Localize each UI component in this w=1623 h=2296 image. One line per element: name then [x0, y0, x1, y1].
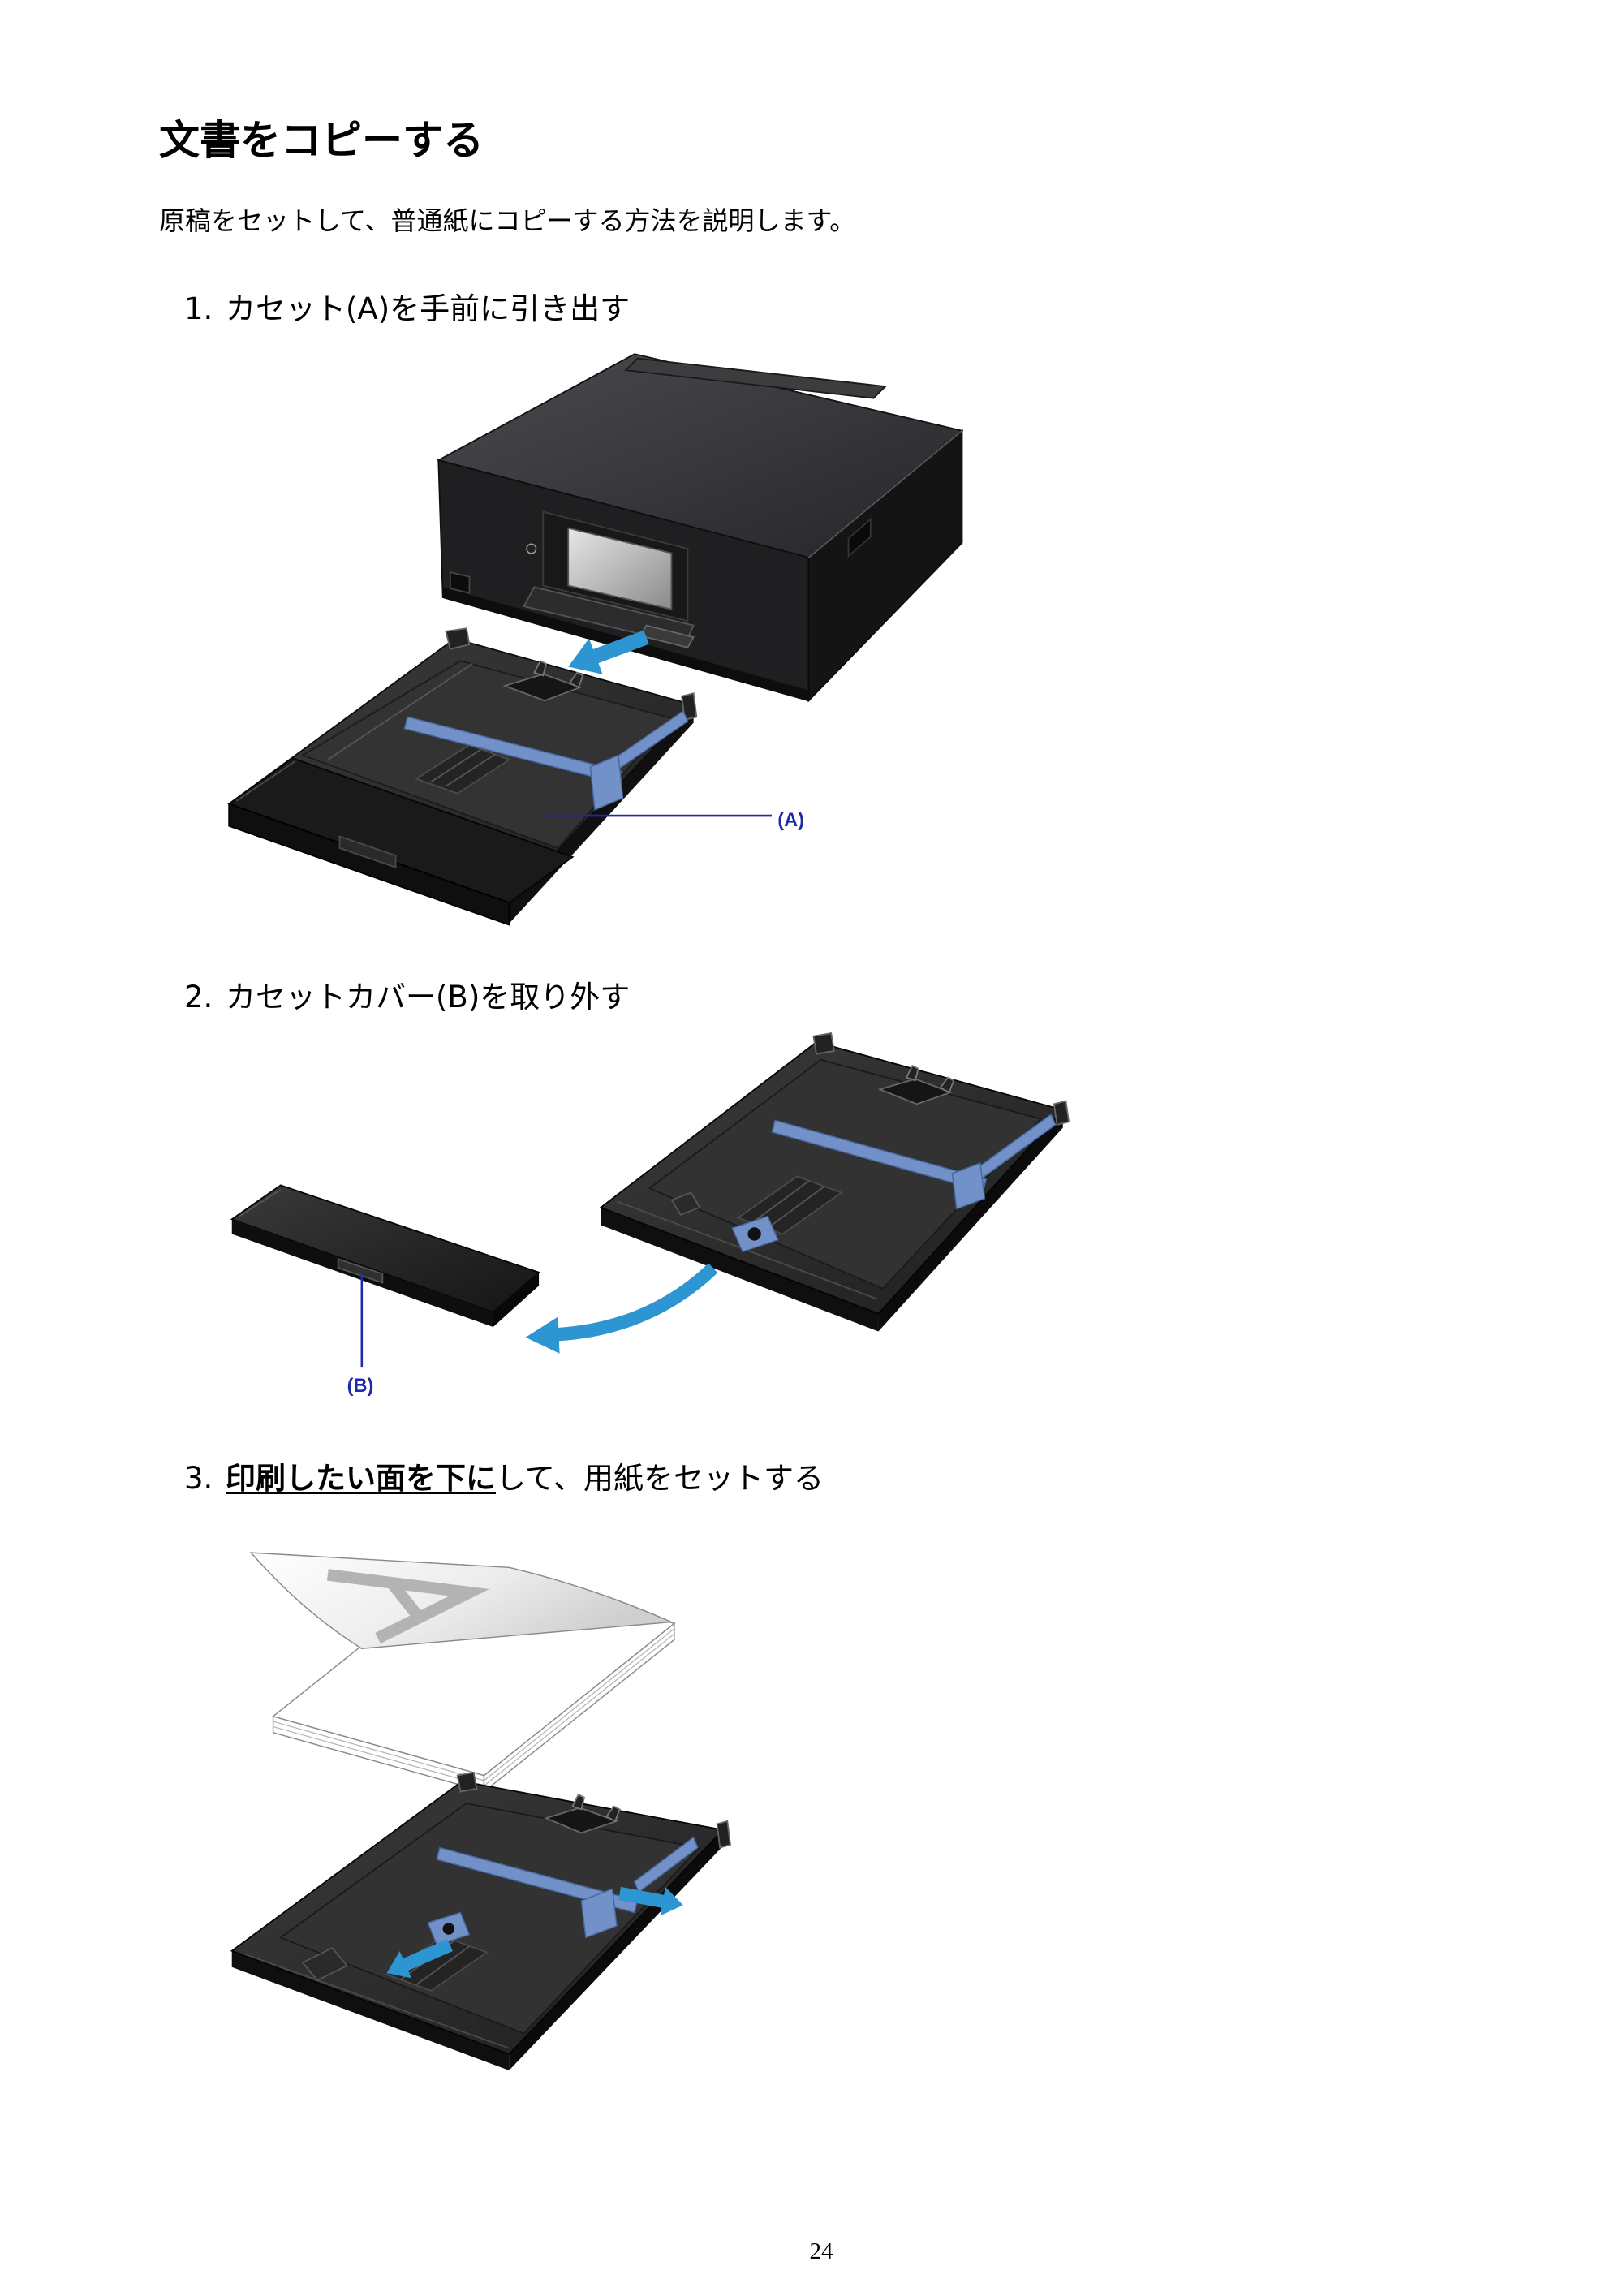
side-port	[847, 517, 872, 558]
remove-cover-arrow	[525, 1263, 718, 1354]
cassette-slot	[445, 752, 497, 787]
print-side-down-link[interactable]: 印刷したい面を下に	[226, 1461, 496, 1496]
paper-guide-handle	[589, 754, 624, 811]
figure-3-illustration	[230, 1552, 731, 2070]
figure-1-illustration: (A)	[227, 353, 964, 926]
cassette-floor	[278, 1803, 701, 2035]
step-number: 3.	[184, 1461, 213, 1496]
cassette-back-tab-left	[812, 1032, 835, 1055]
cover-edge-highlight	[239, 1189, 282, 1217]
scanner-hinge	[624, 357, 887, 399]
rear-clip-tab	[571, 1793, 586, 1811]
cassette-back-tab-left	[445, 627, 471, 650]
print-side-mark	[326, 1569, 490, 1644]
paper-cassette	[599, 1032, 1070, 1332]
step-2: 2. カセットカバー(B)を取り外す	[184, 982, 630, 1012]
paper-guide-bar	[436, 1846, 639, 1914]
cassette-slot	[430, 748, 482, 783]
cassette-front-face	[231, 1950, 510, 2070]
page-title: 文書をコピーする	[159, 117, 484, 164]
intro-text: 原稿をセットして、普通紙にコピーする方法を説明します。	[159, 205, 856, 236]
figure-2-illustration: (B)	[230, 1032, 1070, 1397]
rear-paper-clip	[502, 673, 583, 702]
cassette-slot	[752, 1180, 810, 1223]
page-number: 24	[809, 2238, 833, 2264]
figure-2: (B)	[222, 1026, 1078, 1417]
printer-right-edge	[807, 429, 963, 558]
step-number: 1.	[184, 291, 213, 326]
printer	[436, 353, 964, 703]
paper-cassette	[227, 627, 698, 926]
cassette-floor	[648, 1058, 1043, 1290]
pull-out-arrow	[568, 630, 649, 674]
slide-guide-front-arrow	[386, 1939, 453, 1979]
cassette-corner-detail	[301, 1946, 348, 1982]
cassette-back-tab-left	[456, 1771, 478, 1793]
figure-3	[222, 1535, 738, 2081]
cassette-side-face	[878, 1109, 1063, 1332]
cover-side-face	[493, 1272, 540, 1328]
cassette-back-tab-right	[1053, 1100, 1070, 1126]
cassette-handle	[338, 835, 397, 868]
paper-stack	[249, 1552, 676, 1794]
cover-notch	[337, 1258, 384, 1284]
figure-1: (A)	[222, 339, 1048, 929]
rear-clip-tab	[568, 671, 584, 689]
step-number: 2.	[184, 980, 213, 1014]
rear-clip-tab	[533, 659, 548, 677]
front-guide-knob	[747, 1227, 761, 1241]
sheet-edge-line	[273, 1628, 675, 1781]
power-button	[526, 543, 537, 554]
arrow-curve	[558, 1263, 718, 1342]
cassette-slot-plate	[414, 743, 511, 795]
paper-guide-handle	[580, 1888, 618, 1939]
touch-screen	[567, 527, 673, 610]
removed-cassette-cover	[230, 1184, 540, 1328]
card-slot	[449, 571, 471, 594]
cassette-front-lip	[243, 1953, 510, 2049]
paper-cassette	[230, 1771, 731, 2070]
rear-paper-clip	[877, 1078, 954, 1105]
cassette-slot-plate	[385, 1935, 489, 1992]
cover-front-face	[228, 803, 510, 926]
cassette-side-face	[509, 1829, 723, 2070]
front-guide-knob	[442, 1923, 455, 1935]
step-3: 3. 印刷したい面を下にして、用紙をセットする	[184, 1463, 824, 1493]
rear-clip-tab	[939, 1076, 955, 1094]
cassette-slot	[767, 1186, 824, 1229]
slide-guide-right-arrow	[618, 1886, 683, 1916]
cassette-front-face	[601, 1207, 879, 1332]
cassette-back-tab-right	[716, 1820, 731, 1849]
rear-paper-clip	[544, 1807, 619, 1834]
step-text: カセット(A)を手前に引き出す	[226, 291, 631, 326]
step-text: カセットカバー(B)を取り外す	[226, 980, 631, 1014]
step-1: 1. カセット(A)を手前に引き出す	[184, 294, 630, 324]
cover-edge-highlight	[235, 760, 296, 802]
rear-clip-tab	[905, 1064, 919, 1082]
cassette-corner-detail	[670, 1191, 701, 1216]
paper-guide-rail	[633, 1836, 699, 1893]
paper-guide-handle	[951, 1162, 986, 1210]
cassette-slot	[415, 1945, 470, 1986]
step-text: して、用紙をセットする	[496, 1461, 824, 1496]
callout-label-b: (B)	[347, 1376, 374, 1397]
rear-clip-tab	[605, 1805, 621, 1823]
arrow-head	[525, 1316, 560, 1354]
cassette-rail	[327, 663, 473, 760]
callout-label-a: (A)	[777, 810, 804, 831]
